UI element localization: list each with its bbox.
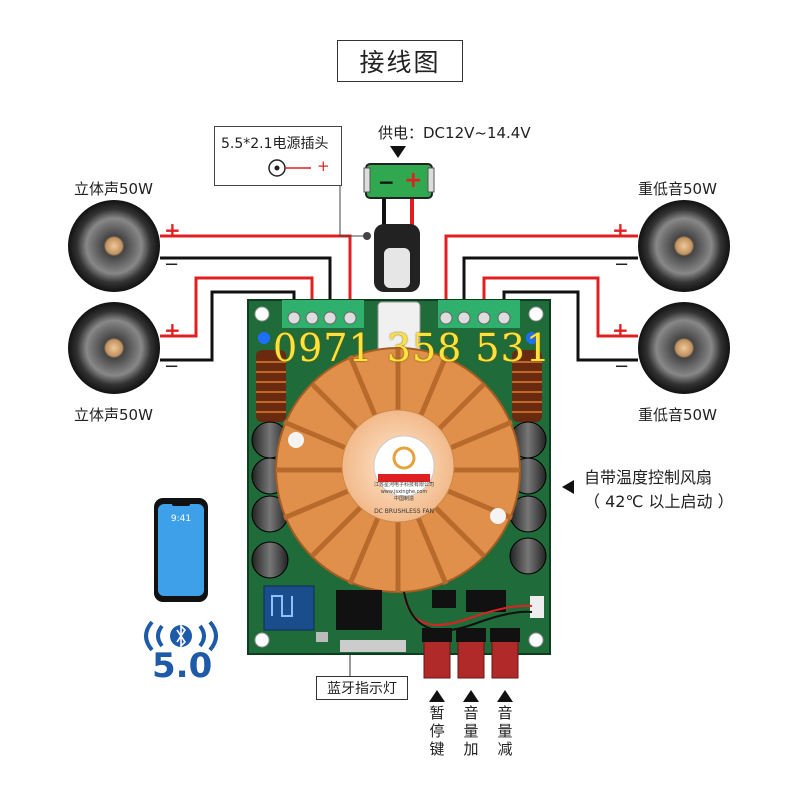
fan-label: 江苏星河电子科技有限公司 www.jsxinghe.com 中国制造 xyxy=(372,482,436,503)
speaker-label-bottom-left: 立体声50W xyxy=(74,406,153,424)
supply-arrow xyxy=(390,146,406,158)
power-jack-plus: + xyxy=(317,157,330,175)
power-jack-callout: 5.5*2.1电源插头 + xyxy=(214,126,342,186)
voldown-arrow xyxy=(497,690,513,702)
polarity-plus-tl: + xyxy=(164,218,181,242)
volup-char-3: 加 xyxy=(463,740,479,758)
polarity-plus-bl: + xyxy=(164,318,181,342)
battery-minus: − xyxy=(378,170,395,194)
pause-char-3: 键 xyxy=(429,740,445,758)
fan-type: DC BRUSHLESS FAN xyxy=(374,508,434,515)
voldown-char-3: 减 xyxy=(497,740,513,758)
speaker-top-right xyxy=(638,200,730,292)
pause-char-1: 暂 xyxy=(429,704,445,722)
polarity-minus-tl: − xyxy=(164,254,180,275)
bt-indicator-label: 蓝牙指示灯 xyxy=(316,676,408,700)
speaker-label-top-right: 重低音50W xyxy=(638,180,717,198)
speaker-bottom-left xyxy=(68,302,160,394)
volup-char-1: 音 xyxy=(463,704,479,722)
volume-down-label: 音 量 减 xyxy=(496,704,514,758)
fan-note-line2: （ 42℃ 以上启动 ） xyxy=(584,492,734,511)
amplifier-board xyxy=(247,299,551,655)
fan-made: 中国制造 xyxy=(393,496,414,502)
battery-plus: + xyxy=(404,168,423,193)
fan-note: 自带温度控制风扇 （ 42℃ 以上启动 ） xyxy=(584,466,734,514)
speaker-bottom-right xyxy=(638,302,730,394)
speaker-label-bottom-right: 重低音50W xyxy=(638,406,717,424)
bluetooth-version: 5.0 xyxy=(152,646,213,686)
speaker-top-left xyxy=(68,200,160,292)
phone-number-watermark: 0971 358 531 xyxy=(273,326,551,370)
polarity-minus-bl: − xyxy=(164,356,180,377)
power-jack-label: 5.5*2.1电源插头 xyxy=(221,136,329,152)
volup-arrow xyxy=(463,690,479,702)
pause-arrow xyxy=(429,690,445,702)
voldown-char-2: 量 xyxy=(497,722,513,740)
polarity-plus-tr: + xyxy=(612,218,629,242)
page-title: 接线图 xyxy=(337,40,463,82)
pause-char-2: 停 xyxy=(429,722,445,740)
control-buttons xyxy=(422,628,520,679)
volume-up-label: 音 量 加 xyxy=(462,704,480,758)
polarity-plus-br: + xyxy=(612,318,629,342)
fan-brand: 江苏星河电子科技有限公司 xyxy=(373,482,434,488)
polarity-minus-tr: − xyxy=(614,254,630,275)
polarity-minus-br: − xyxy=(614,356,630,377)
dc-jack-icon xyxy=(268,159,311,177)
fan-site: www.jsxinghe.com xyxy=(380,489,428,495)
supply-label: 供电：DC12V~14.4V xyxy=(378,124,531,142)
dc-plug-barrel xyxy=(384,248,410,288)
bluetooth-icon xyxy=(144,620,218,652)
volup-char-2: 量 xyxy=(463,722,479,740)
phone-icon xyxy=(154,498,208,602)
fan-note-arrow xyxy=(562,480,574,494)
voldown-char-1: 音 xyxy=(497,704,513,722)
fan-note-line1: 自带温度控制风扇 xyxy=(584,468,713,487)
pause-button-label: 暂 停 键 xyxy=(428,704,446,758)
battery-icon xyxy=(363,163,435,199)
speaker-label-top-left: 立体声50W xyxy=(74,180,153,198)
phone-time: 9:41 xyxy=(170,514,192,524)
